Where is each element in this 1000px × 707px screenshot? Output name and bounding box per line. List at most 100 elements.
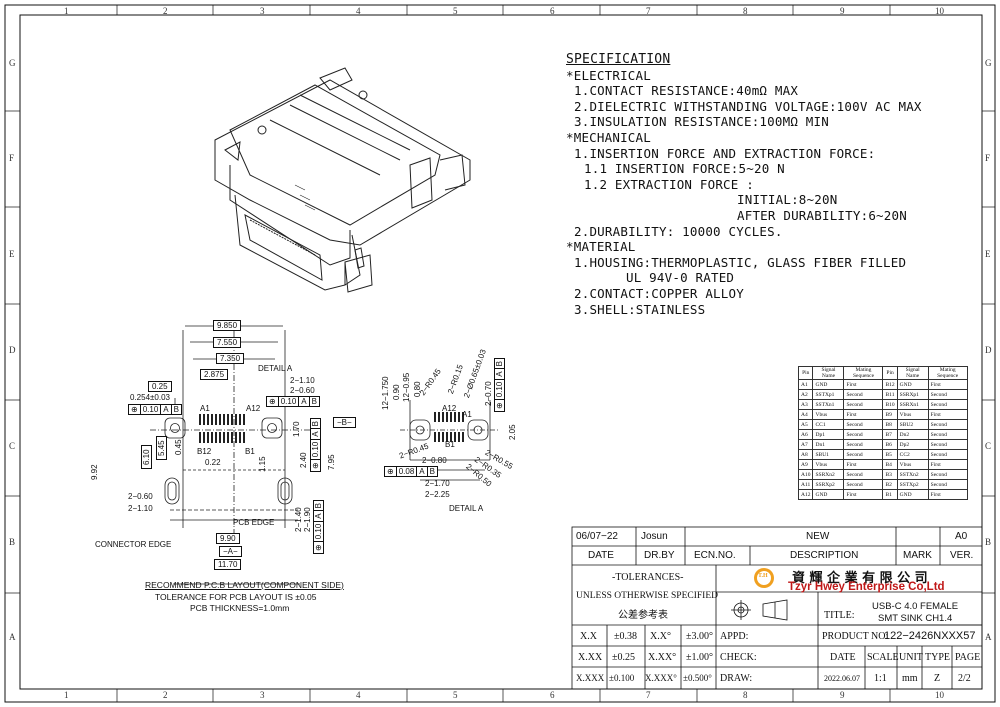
pcb-layout-view (150, 320, 310, 585)
pin-table-header: Pin Signal Name Mating Sequence Pin Sign… (797, 366, 968, 380)
tol-xx-val: ±0.38 (614, 631, 637, 642)
spec-initial: INITIAL:8~20N (737, 192, 838, 208)
spec-shell: 3.SHELL:STAINLESS (574, 301, 706, 317)
zone-col-9: 9 (840, 6, 845, 16)
header2-page: PAGE (955, 652, 981, 663)
title-block-grid (571, 526, 983, 690)
spec-extraction-force: 1.2 EXTRACTION FORCE : (584, 176, 754, 192)
spec-contact: 2.CONTACT:COPPER ALLOY (574, 285, 744, 301)
datum-a: −A− (219, 546, 242, 557)
zone-col-6: 6 (550, 6, 555, 16)
spec-ul-rating: UL 94V-0 RATED (626, 270, 735, 286)
zone-col-10-bottom: 10 (935, 690, 944, 700)
product-number: 122−2426NXXX57 (884, 630, 976, 642)
rev-mark: A0 (955, 531, 968, 542)
dim-115: 1.15 (258, 456, 267, 472)
note-thickness: PCB THICKNESS=1.0mm (190, 603, 290, 613)
title-line-2: SMT SINK CH1.4 (878, 613, 953, 624)
dim-2-110: 2−1.10 (290, 376, 315, 385)
dim-992: 9.92 (90, 464, 99, 480)
detail-dim-090: 0.90 (392, 384, 401, 400)
detail-dim-080b: 2−0.80 (422, 456, 447, 465)
dim-0254: 0.254±0.03 (130, 393, 170, 402)
logo-text: T.H (758, 573, 768, 579)
header-ecn: ECN.NO. (694, 550, 736, 561)
zone-col-1-bottom: 1 (64, 690, 69, 700)
drawing-date: 2022.06.07 (824, 674, 860, 683)
detail-dim-225: 2−2.25 (425, 490, 450, 499)
detail-dim-1750: 12−1.750 (381, 376, 390, 410)
detail-label-a1: A1 (462, 410, 472, 419)
spec-title: SPECIFICATION (566, 52, 671, 67)
label-check: CHECK: (720, 652, 757, 663)
header2-unit: UNIT (899, 652, 923, 663)
tol-xxxx-val: ±0.100 (609, 673, 635, 683)
tol-xx-ang: X.X° (650, 631, 671, 642)
zone-row-c-right: C (985, 441, 992, 451)
zone-col-4-bottom: 4 (356, 690, 361, 700)
spec-insertion-extraction: 1.INSERTION FORCE AND EXTRACTION FORCE: (574, 145, 876, 161)
detail-dim-205: 2.05 (508, 424, 517, 440)
zone-col-8: 8 (743, 6, 748, 16)
tol-xxx: X.XX (578, 652, 603, 663)
header-date: DATE (588, 550, 614, 561)
dim-990: 9.90 (216, 533, 240, 544)
zone-row-a: A (9, 632, 16, 642)
dim-025: 0.25 (148, 381, 172, 392)
label-a1: A1 (200, 404, 210, 413)
dim-240: 2.40 (299, 452, 308, 468)
company-chinese: 資 輝 企 業 有 限 公 司 (792, 571, 928, 586)
zone-row-e: E (9, 249, 15, 259)
rev-description: NEW (806, 531, 830, 542)
detail-dim-070: 2−0.70 (484, 381, 493, 406)
tol-xxx-ang: X.XX° (648, 652, 677, 663)
dim-2-060-b: 2−0.60 (128, 492, 153, 501)
tol-xx-ang-val: ±3.00° (686, 631, 713, 642)
zone-col-2: 2 (163, 6, 168, 16)
header2-date: DATE (830, 652, 856, 663)
title-label: TITLE: (824, 610, 855, 621)
zone-col-7: 7 (646, 6, 651, 16)
label-draw: DRAW: (720, 673, 753, 684)
tol-xx: X.X (580, 631, 597, 642)
dim-1170: 11.70 (214, 559, 242, 570)
dim-545: 5.45 (156, 436, 167, 460)
spec-electrical: *ELECTRICAL (566, 67, 651, 83)
dim-022: 0.22 (205, 458, 221, 467)
rev-by: Josun (641, 531, 668, 542)
detail-a-label: DETAIL A (449, 504, 484, 513)
tol-xxx-val: ±0.25 (612, 652, 635, 663)
zone-col-8-bottom: 8 (743, 690, 748, 700)
zone-col-7-bottom: 7 (646, 690, 651, 700)
spec-insulation: 3.INSULATION RESISTANCE:100MΩ MIN (574, 114, 829, 130)
label-a12: A12 (246, 404, 261, 413)
product-label: PRODUCT NO: (822, 631, 889, 642)
label-connector-edge: CONNECTOR EDGE (95, 540, 172, 549)
spec-durability: 2.DURABILITY: 10000 CYCLES. (574, 223, 783, 239)
zone-col-4: 4 (356, 6, 361, 16)
dim-7350: 7.350 (216, 353, 245, 364)
spec-material: *MATERIAL (566, 239, 636, 255)
datum-b: −B− (333, 417, 356, 428)
zone-row-d-right: D (985, 345, 992, 355)
zone-col-5: 5 (453, 6, 458, 16)
company-english: Tzyr Hwey Enterprise Co,Ltd (788, 581, 945, 593)
drawing-unit: mm (902, 673, 918, 684)
detail-label-b1: B1 (445, 440, 455, 449)
label-pcb-edge: PCB EDGE (233, 518, 275, 527)
tolerances-title: -TOLERANCES- (612, 572, 684, 583)
header-description: DESCRIPTION (790, 550, 859, 561)
zone-row-b: B (9, 537, 16, 547)
header-mark: MARK (903, 550, 932, 561)
zone-row-e-right: E (985, 249, 991, 259)
